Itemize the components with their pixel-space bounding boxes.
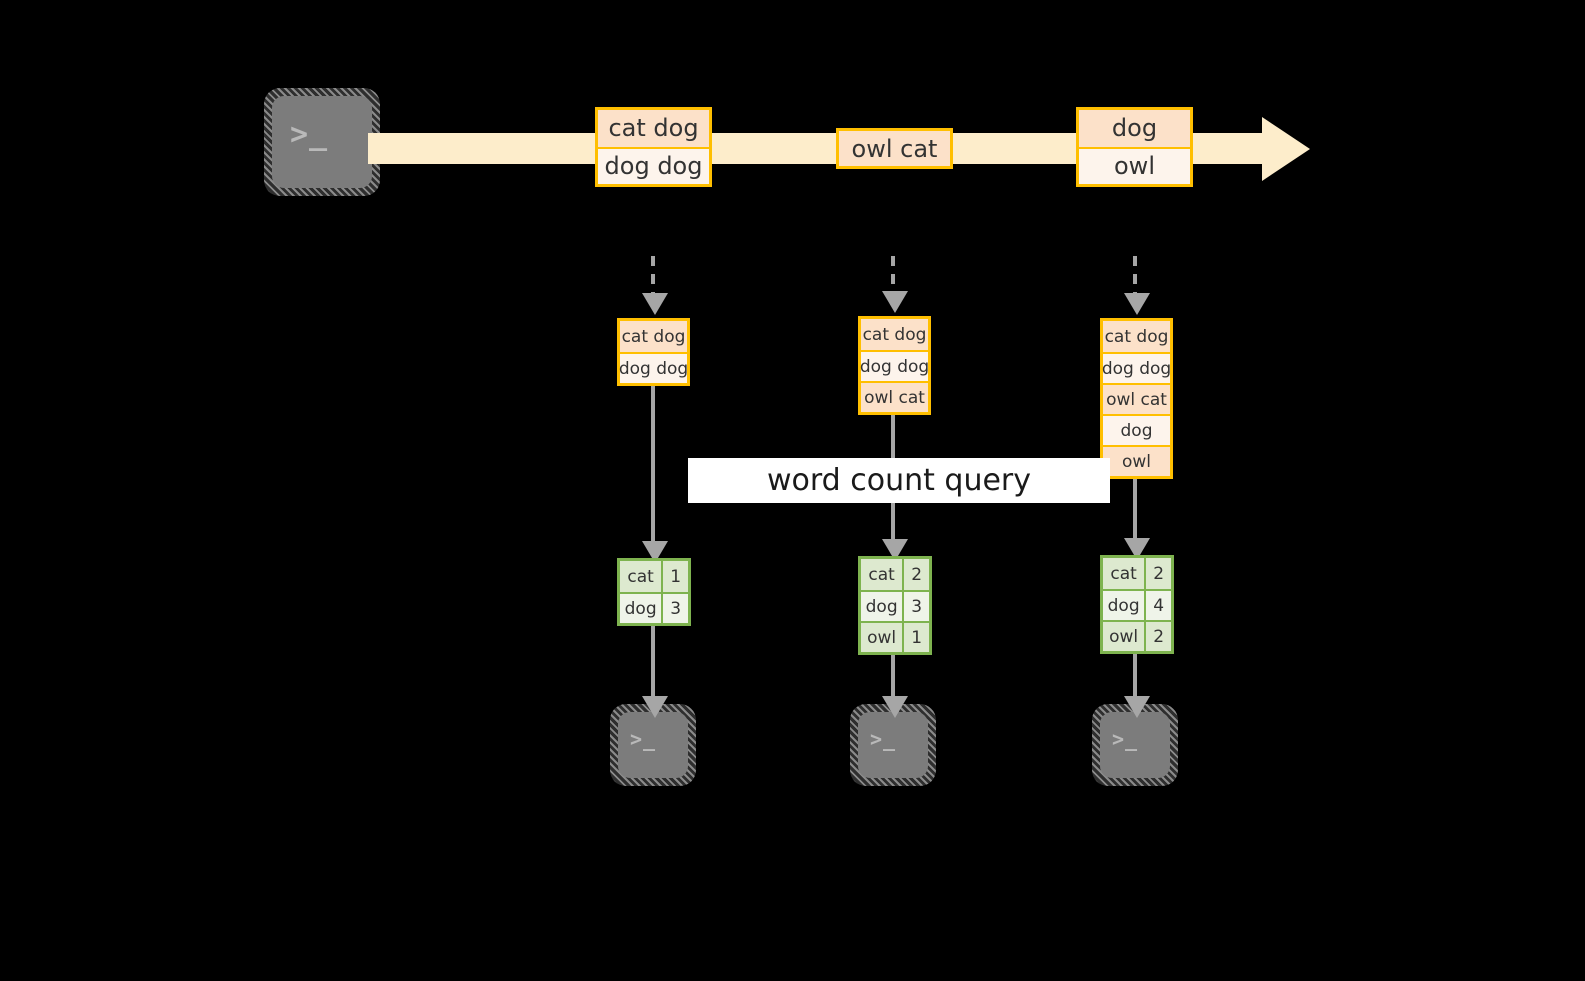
stream-tap-arrowhead-icon [642,293,668,315]
stream-tap-connector [891,256,895,296]
snapshot-input-row: cat dog [1103,321,1170,352]
table-row: cat 2 [861,559,929,590]
result-table[interactable]: cat 2 dog 3 owl 1 [858,556,932,655]
table-cell-count: 1 [904,623,929,652]
stream-message[interactable]: cat dog dog dog [595,107,712,187]
table-cell-word: cat [861,559,905,590]
table-cell-word: cat [620,561,664,592]
terminal-prompt-icon: >_ [630,727,657,751]
query-connector-arrowhead-icon [1124,538,1150,560]
snapshot-input-row: dog dog [619,352,688,383]
sink-connector-arrowhead-icon [642,696,668,718]
table-cell-count: 1 [663,561,688,592]
stream-message-row: owl cat [839,131,950,166]
sink-terminal-icon: >_ [1092,704,1178,786]
table-cell-count: 3 [904,592,929,621]
stream-message[interactable]: dog owl [1076,107,1193,187]
stream-tap-arrowhead-icon [1124,293,1150,315]
sink-connector [891,655,895,701]
table-cell-count: 2 [1146,622,1171,651]
source-terminal-icon: >_ [264,88,380,196]
terminal-body [1100,712,1170,778]
stream-message-row: dog [1079,110,1190,147]
table-row: cat 1 [620,561,688,592]
sink-connector-arrowhead-icon [882,696,908,718]
table-cell-count: 3 [663,594,688,623]
table-cell-count: 4 [1146,591,1171,620]
snapshot-input-row: owl cat [861,381,928,412]
snapshot-input-row: dog dog [1102,352,1171,383]
stream-tap-connector [651,256,655,298]
table-row: owl 2 [1103,620,1171,651]
sink-terminal-icon: >_ [850,704,936,786]
query-banner: word count query [688,458,1110,503]
stream-message-row: cat dog [598,110,709,147]
table-cell-count: 2 [1146,558,1171,589]
stream-arrowhead-icon [1262,117,1310,181]
terminal-prompt-icon: >_ [290,117,329,152]
terminal-body [858,712,928,778]
stream-tap-arrowhead-icon [882,291,908,313]
snapshot-input-row: dog dog [860,350,929,381]
snapshot-input-row: owl [1103,445,1170,476]
table-row: cat 2 [1103,558,1171,589]
query-connector [1133,479,1137,543]
table-cell-count: 2 [904,559,929,590]
query-connector-arrowhead-icon [882,539,908,561]
query-connector-arrowhead-icon [642,541,668,563]
snapshot-input-row: dog [1103,414,1170,445]
snapshot-input-row: cat dog [861,319,928,350]
terminal-prompt-icon: >_ [1112,727,1139,751]
table-cell-word: cat [1103,558,1147,589]
snapshot-input-box[interactable]: cat dog dog dog owl cat [858,316,931,415]
table-row: dog 3 [861,590,929,621]
terminal-body [272,96,372,188]
table-row: dog 4 [1103,589,1171,620]
table-row: dog 3 [620,592,688,623]
query-banner-label: word count query [766,463,1032,498]
snapshot-input-box[interactable]: cat dog dog dog owl cat dog owl [1100,318,1173,479]
result-table[interactable]: cat 1 dog 3 [617,558,691,626]
table-cell-word: dog [861,592,905,621]
sink-connector-arrowhead-icon [1124,696,1150,718]
table-cell-word: owl [861,623,905,652]
terminal-body [618,712,688,778]
stream-tap-connector [1133,256,1137,298]
query-connector [651,386,655,546]
table-cell-word: dog [620,594,664,623]
table-cell-word: owl [1103,622,1147,651]
stream-message[interactable]: owl cat [836,128,953,169]
table-cell-word: dog [1103,591,1147,620]
stream-message-row: owl [1079,146,1190,184]
snapshot-input-box[interactable]: cat dog dog dog [617,318,690,386]
snapshot-input-row: owl cat [1103,383,1170,414]
sink-terminal-icon: >_ [610,704,696,786]
sink-connector [1133,654,1137,701]
sink-connector [651,626,655,701]
table-row: owl 1 [861,621,929,652]
snapshot-input-row: cat dog [620,321,687,352]
stream-message-row: dog dog [598,146,709,184]
terminal-prompt-icon: >_ [870,727,897,751]
result-table[interactable]: cat 2 dog 4 owl 2 [1100,555,1174,654]
